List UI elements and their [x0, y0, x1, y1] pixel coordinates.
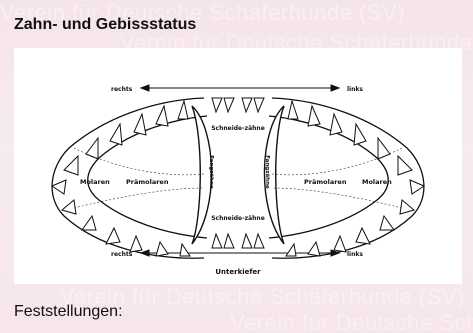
label-incisors-top: Schneide-zähne — [211, 125, 265, 132]
incisors-bottom — [212, 234, 264, 248]
dental-chart: rechts links rechts links — [14, 48, 462, 284]
incisors-top — [212, 98, 264, 112]
label-rechts-top: rechts — [111, 86, 133, 93]
label-premolars-right: Prämolaren — [304, 178, 347, 186]
top-arrow — [141, 85, 339, 91]
label-incisors-bottom: Schneide-zähne — [211, 215, 265, 222]
teeth-left — [52, 101, 190, 256]
label-molars-left: Molaren — [80, 178, 110, 186]
label-premolars-left: Prämolaren — [126, 178, 169, 186]
watermark-line: Verein für Deutsche Schäferhunde (SV) — [230, 310, 473, 333]
label-canine-right: Fangzähne — [264, 155, 270, 189]
findings-label: Feststellungen: — [14, 303, 123, 321]
label-links-bottom: links — [347, 251, 363, 258]
label-canine-left: Fangzähne — [208, 155, 214, 189]
guide-lines — [74, 148, 402, 208]
label-jaw-bottom: Unterkiefer — [215, 268, 261, 276]
dental-chart-svg: rechts links rechts links — [14, 48, 462, 284]
label-molars-right: Molaren — [362, 178, 392, 186]
label-links-top: links — [347, 86, 363, 93]
page-title: Zahn- und Gebissstatus — [14, 16, 196, 34]
